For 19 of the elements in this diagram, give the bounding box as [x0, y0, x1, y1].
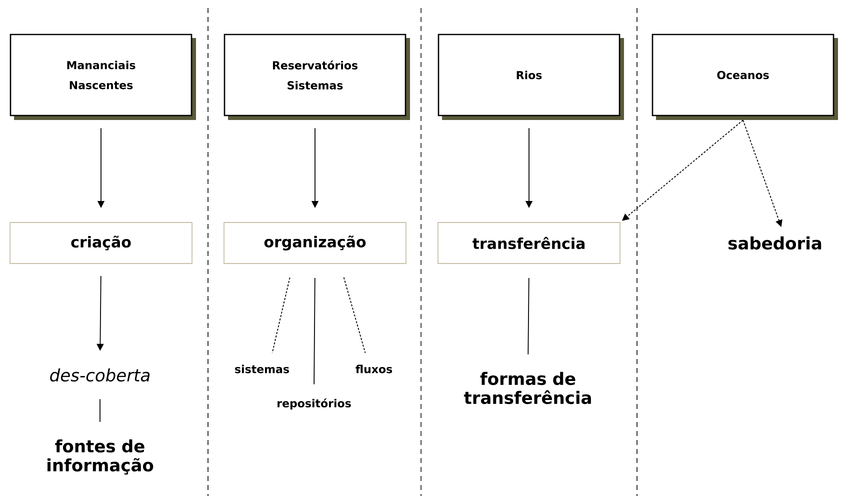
term-text: sistemas — [235, 364, 289, 374]
connector-line — [528, 278, 530, 355]
term-text: formas de transferência — [464, 372, 591, 404]
connector-line — [314, 278, 316, 385]
term-text: fluxos — [356, 364, 392, 374]
concept-box: transferência — [438, 222, 620, 264]
concept-box: criação — [10, 222, 192, 264]
concept-box: organização — [224, 222, 406, 264]
arrow — [622, 120, 744, 221]
term-text: fontes de informação — [48, 439, 154, 475]
source-box: Rios — [438, 34, 624, 120]
connector-line — [272, 277, 290, 354]
source-box: Mananciais Nascentes — [10, 34, 196, 120]
connector-line — [343, 276, 366, 354]
term-text: des-coberta — [50, 368, 150, 382]
term-text: repositórios — [278, 398, 351, 410]
source-box: Reservatórios Sistemas — [224, 34, 410, 120]
term-text: sabedoria — [728, 236, 822, 250]
source-box: Oceanos — [652, 34, 838, 120]
